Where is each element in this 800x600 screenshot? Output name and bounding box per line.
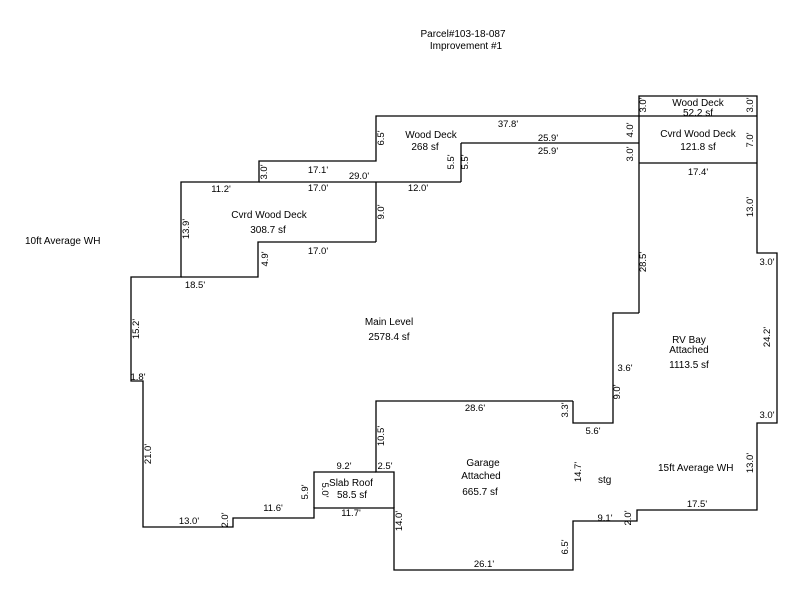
rv-bay-area: 1113.5 sf xyxy=(669,360,709,371)
dim-label: 25.9' xyxy=(538,133,558,144)
wood-deck-top-name: Wood Deck xyxy=(672,98,725,109)
wood-deck-top-area: 52.2 sf xyxy=(683,108,713,119)
dim-label: 13.0' xyxy=(745,453,756,473)
dim-label: 9.2' xyxy=(336,461,351,472)
dim-label: 12.0' xyxy=(408,183,428,194)
dim-label: 13.0' xyxy=(179,516,199,527)
dim-label: 15.2' xyxy=(131,319,142,339)
dim-label: 11.2' xyxy=(211,184,231,195)
dim-label: 26.1' xyxy=(474,559,494,570)
dim-label: 17.0' xyxy=(308,246,328,257)
cvrd-deck-right-name: Cvrd Wood Deck xyxy=(660,129,736,140)
cvrd-deck-left-area: 308.7 sf xyxy=(250,225,286,236)
dim-label: 17.1' xyxy=(308,165,328,176)
garage-area: 665.7 sf xyxy=(462,487,498,498)
dim-label: 3.0' xyxy=(259,164,270,179)
dim-label: 5.5' xyxy=(460,154,471,169)
dim-label: 28.6' xyxy=(465,403,485,414)
dim-label: 2.5' xyxy=(377,461,392,472)
dim-label: 28.5' xyxy=(638,252,649,272)
rv-bay-name: RV Bay xyxy=(672,335,706,346)
main-level-area: 2578.4 sf xyxy=(368,332,409,343)
parcel-number: Parcel#103-18-087 xyxy=(420,29,505,40)
dim-label: 11.6' xyxy=(263,503,283,514)
dim-label: 5.9' xyxy=(300,484,311,499)
right-wall-height-note: 15ft Average WH xyxy=(658,463,733,474)
dim-label: 4.0' xyxy=(625,122,636,137)
dim-label: 29.0' xyxy=(349,171,369,182)
slab-roof-outline xyxy=(313,471,376,508)
dim-label: 13.9' xyxy=(181,219,192,239)
dim-label: 3.0' xyxy=(625,146,636,161)
dim-label: 17.0' xyxy=(308,183,328,194)
dim-label: 3.3' xyxy=(560,402,571,417)
dim-label: 11.7' xyxy=(341,508,361,519)
wood-deck-mid-name: Wood Deck xyxy=(405,130,458,141)
dim-label: 14.7' xyxy=(573,462,584,482)
dim-label: 5.0' xyxy=(319,482,330,497)
dim-label: 3.0' xyxy=(759,257,774,268)
left-deck-bottom xyxy=(181,241,376,278)
dim-label: 4.9' xyxy=(260,251,271,266)
main-rv-divider xyxy=(572,312,639,424)
cvrd-deck-left-name: Cvrd Wood Deck xyxy=(231,210,307,221)
dim-label: 1.8' xyxy=(130,372,145,383)
garage-sub: Attached xyxy=(461,471,500,482)
dim-label: 2.0' xyxy=(220,512,231,527)
dim-label: 10.5' xyxy=(376,426,387,446)
building-outline xyxy=(130,95,778,571)
dim-label: 21.0' xyxy=(143,444,154,464)
main-level-name: Main Level xyxy=(365,317,413,328)
dim-label: 13.0' xyxy=(745,197,756,217)
dim-label: 14.0' xyxy=(394,511,405,531)
garage-name: Garage xyxy=(466,458,500,469)
dim-label: 3.0' xyxy=(638,97,649,112)
storage-note: stg xyxy=(598,475,611,486)
dim-label: 17.4' xyxy=(688,167,708,178)
rv-bay-sub: Attached xyxy=(669,345,708,356)
dim-label: 24.2' xyxy=(762,327,773,347)
dim-label: 3.6' xyxy=(617,363,632,374)
dim-label: 17.5' xyxy=(687,499,707,510)
left-wall-height-note: 10ft Average WH xyxy=(25,236,100,247)
wood-deck-mid-area: 268 sf xyxy=(411,142,438,153)
dim-label: 25.9' xyxy=(538,146,558,157)
dim-label: 37.8' xyxy=(498,119,518,130)
slab-roof-area: 58.5 sf xyxy=(337,490,367,501)
dim-label: 9.0' xyxy=(376,204,387,219)
dim-label: 6.5' xyxy=(376,130,387,145)
dim-label: 5.5' xyxy=(446,154,457,169)
dim-label: 9.0' xyxy=(612,384,623,399)
dim-label: 7.0' xyxy=(745,132,756,147)
improvement-number: Improvement #1 xyxy=(430,41,503,52)
dim-label: 3.0' xyxy=(745,97,756,112)
cvrd-deck-right-area: 121.8 sf xyxy=(680,142,716,153)
dim-label: 9.1' xyxy=(597,513,612,524)
dim-label: 5.6' xyxy=(585,426,600,437)
dim-label: 3.0' xyxy=(759,410,774,421)
slab-roof-name: Slab Roof xyxy=(329,478,373,489)
dim-label: 18.5' xyxy=(185,280,205,291)
dim-label: 2.0' xyxy=(623,510,634,525)
dim-label: 6.5' xyxy=(560,539,571,554)
